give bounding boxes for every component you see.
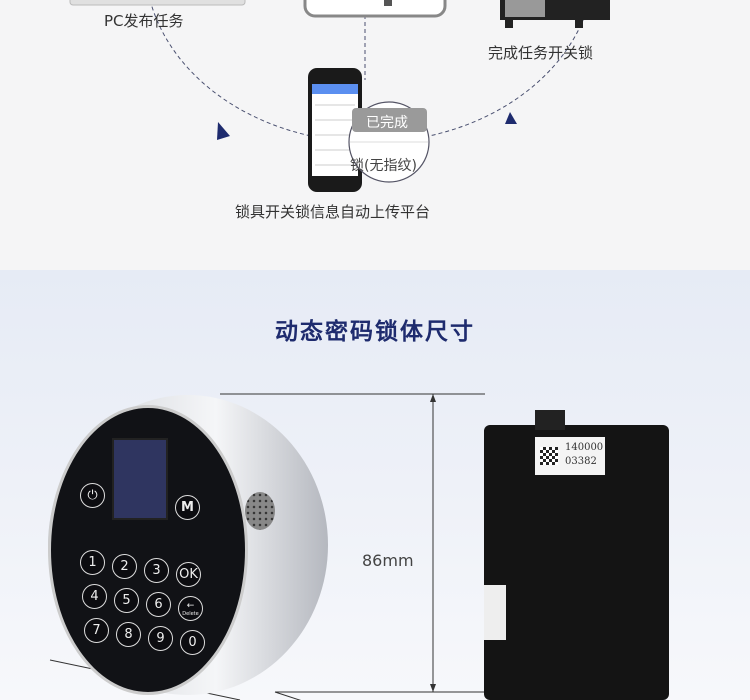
- step-pc-label: PC发布任务: [104, 12, 184, 30]
- key-3[interactable]: 3: [144, 558, 169, 583]
- serial-line1: 140000: [565, 442, 604, 453]
- key-1[interactable]: 1: [80, 550, 105, 575]
- key-4[interactable]: 4: [82, 584, 107, 609]
- qr-icon: [384, 0, 392, 6]
- step-complete-label: 完成任务开关锁: [488, 44, 594, 62]
- delete-label: Delete: [182, 610, 199, 617]
- dimension-label: 86mm: [362, 551, 414, 570]
- back-arrow-icon: ←: [186, 600, 195, 611]
- lock-device: [303, 0, 447, 18]
- key-ok[interactable]: OK: [176, 562, 201, 587]
- key-6[interactable]: 6: [146, 592, 171, 617]
- pc-device: [69, 0, 246, 6]
- key-delete[interactable]: ←Delete: [178, 596, 203, 621]
- bolt: [535, 410, 565, 430]
- key-2[interactable]: 2: [112, 554, 137, 579]
- magnifier-text: 锁(无指纹): [350, 158, 417, 174]
- key-5[interactable]: 5: [114, 588, 139, 613]
- workflow-diagram: [69, 0, 610, 192]
- step-upload-label: 锁具开关锁信息自动上传平台: [235, 203, 431, 221]
- keypad-face: [48, 405, 248, 695]
- power-icon: ⏻: [87, 488, 98, 503]
- key-9[interactable]: 9: [148, 626, 173, 651]
- arrow-right-icon: [505, 112, 517, 124]
- magnifier-status: 已完成: [366, 115, 408, 131]
- speaker-grill: [245, 492, 275, 530]
- key-7[interactable]: 7: [84, 618, 109, 643]
- menu-key[interactable]: M: [175, 495, 200, 520]
- key-0[interactable]: 0: [180, 630, 205, 655]
- connector: [484, 585, 506, 640]
- power-button[interactable]: ⏻: [80, 483, 105, 508]
- qr-code-icon: [540, 447, 558, 465]
- workflow-section: PC发布任务 完成任务开关锁 锁具开关锁信息自动上传平台 已完成 锁(无指纹): [0, 0, 750, 270]
- arrow-left-icon: [217, 122, 230, 140]
- serial-line2: 03382: [565, 456, 597, 467]
- section-title: 动态密码锁体尺寸: [275, 319, 475, 345]
- display-screen: [112, 438, 168, 520]
- key-8[interactable]: 8: [116, 622, 141, 647]
